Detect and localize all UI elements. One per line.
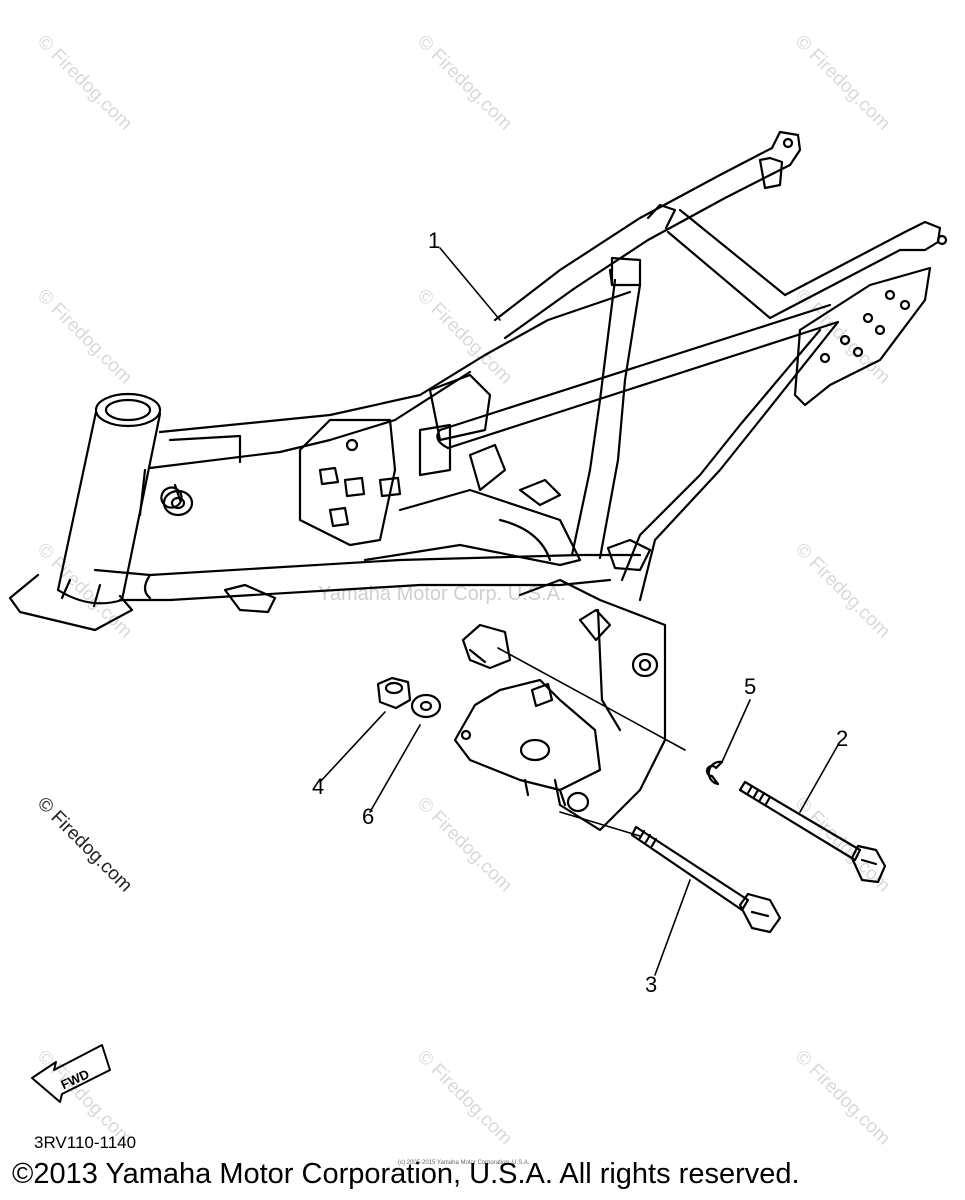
bolt-part-3: [630, 825, 782, 934]
head-tube: [8, 392, 162, 632]
diagonal-brace: [436, 303, 840, 450]
callout-6: 6: [362, 804, 375, 829]
bolt-part-2: [738, 780, 887, 884]
rear-side-plate: [793, 266, 932, 407]
engine-mount: [298, 373, 582, 567]
diagram-code: 3RV110-1140: [34, 1133, 137, 1152]
mount-clip: [461, 623, 512, 670]
washer-part-6: [410, 693, 442, 719]
fine-print: (c) 2005-2015 Yamaha Motor Corporation, …: [398, 1160, 530, 1166]
callout-3: 3: [645, 972, 658, 997]
upper-rails: [493, 130, 948, 340]
callout-5: 5: [744, 674, 757, 699]
copyright-notice: ©2013 Yamaha Motor Corporation, U.S.A. A…: [12, 1158, 800, 1190]
callout-4: 4: [312, 774, 325, 799]
main-spar: [138, 290, 632, 517]
callout-2: 2: [836, 726, 849, 751]
callout-1: 1: [428, 228, 441, 253]
leader-lines: [319, 247, 839, 976]
rear-downtube: [570, 278, 840, 602]
cradle-tube: [93, 538, 652, 614]
nut-part-4: [376, 676, 412, 710]
fwd-arrow-icon: FWD: [31, 1044, 111, 1103]
lower-bracket: [453, 678, 602, 807]
clip-part-5: [705, 760, 724, 786]
